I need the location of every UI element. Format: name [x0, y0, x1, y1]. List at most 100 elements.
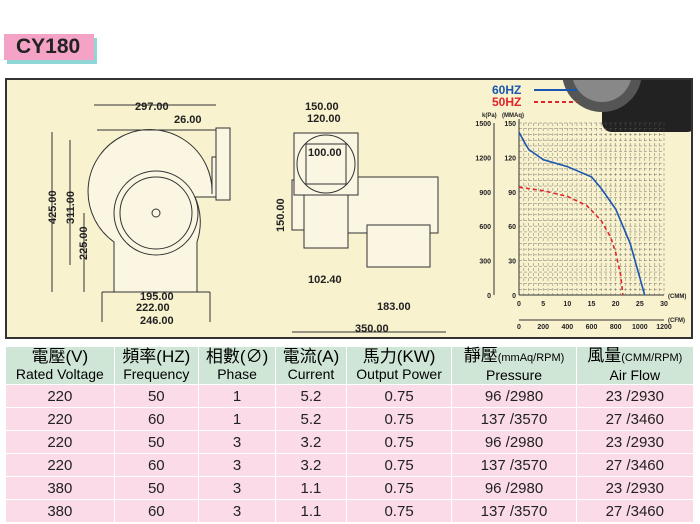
table-cell: 60 [113, 499, 199, 523]
model-badge: CY180 [4, 34, 94, 60]
table-cell: 96 /2980 [451, 476, 577, 500]
table-cell: 137 /3570 [451, 499, 577, 523]
table-cell: 0.75 [345, 407, 453, 431]
column-header: 電流(A)Current [275, 346, 347, 385]
series-line-60HZ [518, 131, 646, 296]
column-header: 風量(CMM/RPM)Air Flow [575, 346, 695, 385]
header-en: Frequency [123, 366, 190, 382]
table-cell: 137 /3570 [451, 453, 577, 477]
k-tick-label: 600 [479, 224, 491, 231]
table-cell: 50 [113, 384, 199, 408]
table-cell: 1 [197, 384, 277, 408]
fan-photo [562, 80, 691, 132]
cfm-tick-label: 1000 [632, 324, 648, 331]
dim-222: 222.00 [136, 302, 170, 314]
cfm-tick-label: 800 [610, 324, 622, 331]
header-unit: (HZ) [156, 347, 191, 366]
cfm-tick-label: 600 [586, 324, 598, 331]
header-zh: 電流 [282, 347, 317, 366]
y-tick-label: 0 [512, 293, 516, 300]
x-tick-label: 15 [588, 301, 596, 308]
table-cell: 3.2 [275, 453, 347, 477]
cfm-axis-label: (CFM) [668, 318, 685, 324]
table-cell: 0.75 [345, 453, 453, 477]
series-line-50HZ [518, 186, 624, 296]
table-cell: 3 [197, 430, 277, 454]
cfm-tick-label: 200 [537, 324, 549, 331]
y-tick-label: 90 [508, 190, 516, 197]
table-cell: 3 [197, 453, 277, 477]
header-unit: (V) [65, 347, 89, 366]
table-cell: 50 [113, 430, 199, 454]
dim-100: 100.00 [308, 147, 342, 159]
table-cell: 23 /2930 [575, 384, 695, 408]
column-header: 頻率(HZ)Frequency [113, 346, 199, 385]
y-tick-label: 60 [508, 224, 516, 231]
dim-150-top: 150.00 [305, 101, 339, 113]
header-en: Rated Voltage [15, 366, 104, 382]
header-zh: 電壓 [31, 347, 66, 366]
legend-label: 60HZ [492, 83, 521, 97]
cfm-tick-label: 1200 [656, 324, 672, 331]
k-axis-label: k(Pa) [482, 113, 497, 119]
table-cell: 23 /2930 [575, 476, 695, 500]
table-cell: 27 /3460 [575, 453, 695, 477]
k-tick-label: 1500 [475, 121, 491, 128]
header-unit: (∅) [239, 347, 269, 366]
column-header: 相數(∅)Phase [197, 346, 277, 385]
header-en: Current [287, 366, 335, 382]
header-zh: 頻率 [122, 347, 157, 366]
table-cell: 60 [113, 407, 199, 431]
x-tick-label: 10 [563, 301, 571, 308]
header-unit: (KW) [396, 347, 436, 366]
x-tick-label: 5 [541, 301, 545, 308]
dim-311: 311.00 [65, 191, 77, 224]
header-unit: (CMM/RPM) [621, 352, 683, 364]
header-en: Output Power [356, 366, 442, 382]
x-tick-label: 25 [636, 301, 644, 308]
table-cell: 96 /2980 [451, 384, 577, 408]
dim-183: 183.00 [377, 301, 411, 313]
table-cell: 380 [5, 499, 115, 523]
header-en: Air Flow [609, 367, 661, 383]
dim-102-40: 102.40 [308, 274, 342, 286]
header-en: Phase [217, 366, 257, 382]
column-header: 靜壓(mmAq/RPM)Pressure [451, 346, 577, 385]
header-unit: (A) [316, 347, 340, 366]
y-tick-label: 30 [508, 259, 516, 266]
header-zh: 馬力 [362, 347, 397, 366]
table-cell: 50 [113, 476, 199, 500]
side-view [291, 132, 446, 333]
table-cell: 3.2 [275, 430, 347, 454]
dim-120: 120.00 [307, 113, 341, 125]
table-cell: 96 /2980 [451, 430, 577, 454]
technical-drawings: 297.00 26.00 425.00 311.00 225.00 195.00… [47, 80, 691, 335]
header-unit: (mmAq/RPM) [497, 352, 565, 364]
table-cell: 5.2 [275, 384, 347, 408]
dim-297: 297.00 [135, 101, 169, 113]
table-cell: 27 /3460 [575, 499, 695, 523]
y-tick-label: 120 [504, 155, 516, 162]
k-tick-label: 300 [479, 259, 491, 266]
table-cell: 220 [5, 384, 115, 408]
table-cell: 220 [5, 407, 115, 431]
table-cell: 3 [197, 476, 277, 500]
table-cell: 27 /3460 [575, 407, 695, 431]
k-tick-label: 1200 [475, 155, 491, 162]
table-cell: 0.75 [345, 476, 453, 500]
table-cell: 1 [197, 407, 277, 431]
table-cell: 5.2 [275, 407, 347, 431]
y-tick-label: 150 [504, 121, 516, 128]
table-cell: 1.1 [275, 476, 347, 500]
x-tick-label: 20 [612, 301, 620, 308]
dim-425: 425.00 [47, 190, 59, 224]
x-tick-label: 0 [517, 301, 521, 308]
x-axis-label: (CMM) [668, 294, 686, 300]
dim-350: 350.00 [355, 323, 389, 335]
